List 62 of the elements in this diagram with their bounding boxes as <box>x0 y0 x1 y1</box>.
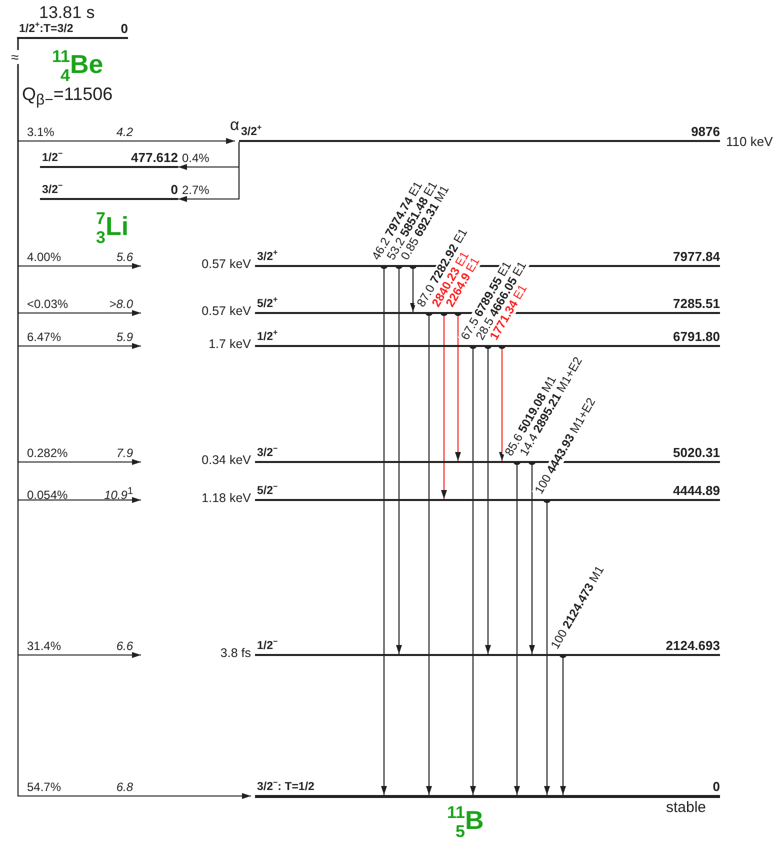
edge-label: 0.282% 7.9 <box>27 447 133 460</box>
decay-mode-label: α <box>230 117 240 135</box>
level-energy: 0 <box>170 183 178 197</box>
spin-parity-label: 1/2$^{−}$ <box>257 636 278 653</box>
level-energy: 4444.89 <box>673 484 720 498</box>
gamma-transition-arrow <box>484 345 492 654</box>
spin-parity-label: 3/2$^{−}$: T=1/2 <box>257 777 314 794</box>
spin-parity-label: 1/2$^{−}$ <box>42 148 63 165</box>
edge-label: <0.03% >8.0 <box>27 298 133 311</box>
spin-parity-label: 1/2$^{+}$:T=3/2 <box>19 19 74 36</box>
gamma-transition-arrow <box>440 312 448 499</box>
beta-decay-arrow <box>17 39 251 799</box>
level-width: 1.7 keV <box>208 337 251 351</box>
level-energy: 7285.51 <box>673 297 720 311</box>
level-width: 0.57 keV <box>202 257 251 271</box>
level-energy: 477.612 <box>131 151 178 165</box>
level-energy: 5020.31 <box>673 446 720 460</box>
edge-label: 0.4% <box>182 152 210 165</box>
level-energy: 0 <box>712 780 720 794</box>
level-energy: 9876 <box>691 125 720 139</box>
gamma-transition-arrow <box>513 461 521 795</box>
level-width: 1.18 keV <box>202 491 251 505</box>
gamma-transition-arrow <box>498 345 506 461</box>
level-width: 0.57 keV <box>202 304 251 318</box>
spin-parity-label: 3/2$^{−}$ <box>42 180 63 197</box>
edge-label: 31.4% 6.6 <box>27 640 133 653</box>
level-width: 0.34 keV <box>202 453 251 467</box>
half-life: 3.8 fs <box>220 646 251 660</box>
level-energy: 7977.84 <box>673 250 720 264</box>
gamma-transition-arrow <box>454 312 462 461</box>
gamma-transition-arrow <box>559 654 567 795</box>
gamma-transition-arrow <box>395 265 403 654</box>
break-mark: ≈ <box>11 50 19 64</box>
gamma-transition-arrow <box>469 345 477 795</box>
resonance-width: 110 keV <box>726 135 773 149</box>
edge-label: 3.1% 4.2 <box>27 126 133 139</box>
gamma-transition-arrow <box>543 499 551 795</box>
edge-label: 4.00% 5.6 <box>27 251 133 264</box>
spin-parity-label: 1/2$^{+}$ <box>257 327 278 344</box>
energy-level <box>17 4 130 40</box>
spin-parity-label: 5/2$^{+}$ <box>257 294 278 311</box>
edge-label: 0.054% 10.9$^{1}$ <box>27 485 133 502</box>
spin-parity-label: 5/2$^{−}$ <box>257 481 278 498</box>
gamma-transition-arrow <box>425 312 433 795</box>
gamma-transition-arrow <box>380 265 388 795</box>
edge-label: 6.47% 5.9 <box>27 331 133 344</box>
level-energy: 2124.693 <box>666 639 720 653</box>
gamma-transition-arrow <box>528 461 536 654</box>
energy-level <box>40 151 178 169</box>
edge-label: 2.7% <box>182 184 210 197</box>
spin-parity-label: 3/2$^{+}$ <box>257 247 278 264</box>
level-energy: 6791.80 <box>673 330 720 344</box>
spin-parity-label: 3/2$^{−}$ <box>257 443 278 460</box>
q-value: Q$_{β−}$=11506 <box>22 84 113 109</box>
gamma-transition-arrow <box>409 265 417 312</box>
alpha-decay-arrow <box>178 142 240 202</box>
level-energy: 0 <box>120 22 128 36</box>
stability-label: stable <box>666 799 706 816</box>
energy-level <box>40 183 178 201</box>
spin-parity-label: 3/2$^{+}$ <box>241 122 262 139</box>
half-life: 13.81 s <box>39 4 95 22</box>
edge-label: 54.7% 6.8 <box>27 781 133 794</box>
